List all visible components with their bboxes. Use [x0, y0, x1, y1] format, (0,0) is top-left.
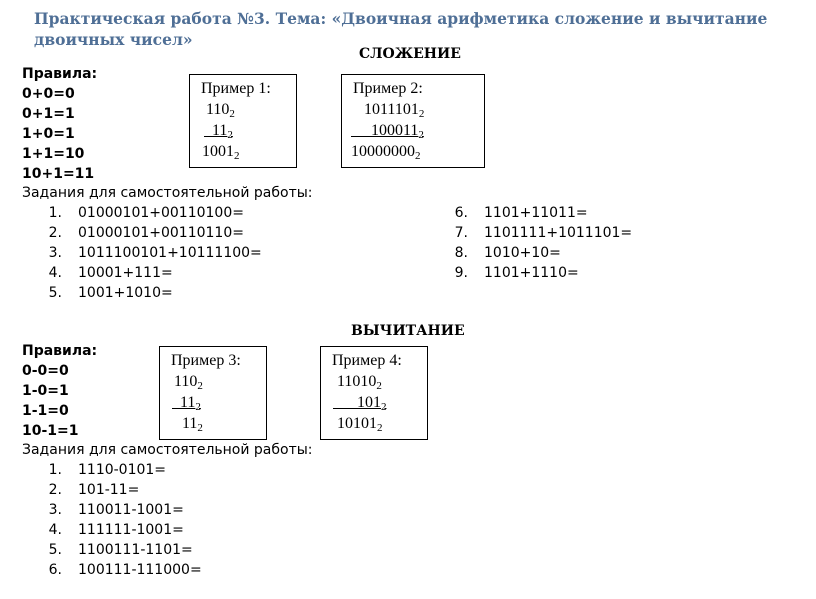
subtraction-rule: 1-1=0 — [22, 403, 69, 419]
task-item: 2.101-11= — [48, 482, 140, 498]
task-item: 4.111111-1001= — [48, 522, 184, 538]
example-box-4: Пример 4: 110102 1012 101012 — [320, 346, 428, 440]
task-item: 1.1110-0101= — [48, 462, 167, 478]
addition-rule: 1+1=10 — [22, 146, 85, 162]
task-item: 8.1010+10= — [454, 245, 561, 261]
task-item: 5.1100111-1101= — [48, 542, 193, 558]
addition-rule: 0+1=1 — [22, 106, 75, 122]
operand-a: 10111012 — [364, 101, 425, 120]
addition-rule: 10+1=11 — [22, 166, 95, 182]
subtraction-header: ВЫЧИТАНИЕ — [351, 323, 465, 339]
subtraction-rules-label: Правила: — [22, 343, 98, 359]
example-result: 100000002 — [351, 143, 421, 162]
example-result: 112 — [182, 415, 203, 434]
example-box-1: Пример 1: 1102 112 10012 — [189, 74, 297, 168]
page-title: Практическая работа №3. Тема: «Двоичная … — [34, 9, 768, 49]
example-label: Пример 4: — [332, 352, 402, 369]
operand-a: 1102 — [174, 373, 203, 392]
addition-rule: 1+0=1 — [22, 126, 75, 142]
subtraction-rule: 0-0=0 — [22, 363, 69, 379]
task-item: 4.10001+111= — [48, 265, 173, 281]
operand-b: 1000112 — [371, 122, 424, 141]
addition-header: СЛОЖЕНИЕ — [359, 46, 461, 62]
task-item: 2.01000101+00110110= — [48, 225, 244, 241]
operand-a: 1102 — [206, 101, 235, 120]
task-item: 1.01000101+00110100= — [48, 205, 244, 221]
subtraction-rule: 10-1=1 — [22, 423, 79, 439]
example-box-3: Пример 3: 1102 112 112 — [159, 346, 267, 440]
addition-rule: 0+0=0 — [22, 86, 75, 102]
subtraction-tasks-label: Задания для самостоятельной работы: — [22, 442, 313, 458]
example-box-2: Пример 2: 10111012 1000112 100000002 — [341, 74, 485, 168]
example-result: 101012 — [337, 415, 383, 434]
task-item: 5.1001+1010= — [48, 285, 173, 301]
operand-b: 112 — [180, 394, 201, 413]
addition-tasks-label: Задания для самостоятельной работы: — [22, 185, 313, 201]
task-item: 6.1101+11011= — [454, 205, 588, 221]
task-item: 3.1011100101+10111100= — [48, 245, 262, 261]
example-label: Пример 1: — [201, 80, 271, 97]
task-item: 7.1101111+1011101= — [454, 225, 633, 241]
example-label: Пример 3: — [171, 352, 241, 369]
task-item: 3.110011-1001= — [48, 502, 184, 518]
addition-rules-label: Правила: — [22, 66, 98, 82]
operand-a: 110102 — [337, 373, 382, 392]
task-item: 6.100111-111000= — [48, 562, 202, 578]
operand-b: 1012 — [357, 394, 387, 413]
example-label: Пример 2: — [353, 80, 423, 97]
example-result: 10012 — [202, 143, 240, 162]
subtraction-rule: 1-0=1 — [22, 383, 69, 399]
operand-b: 112 — [212, 122, 233, 141]
task-item: 9.1101+1110= — [454, 265, 579, 281]
